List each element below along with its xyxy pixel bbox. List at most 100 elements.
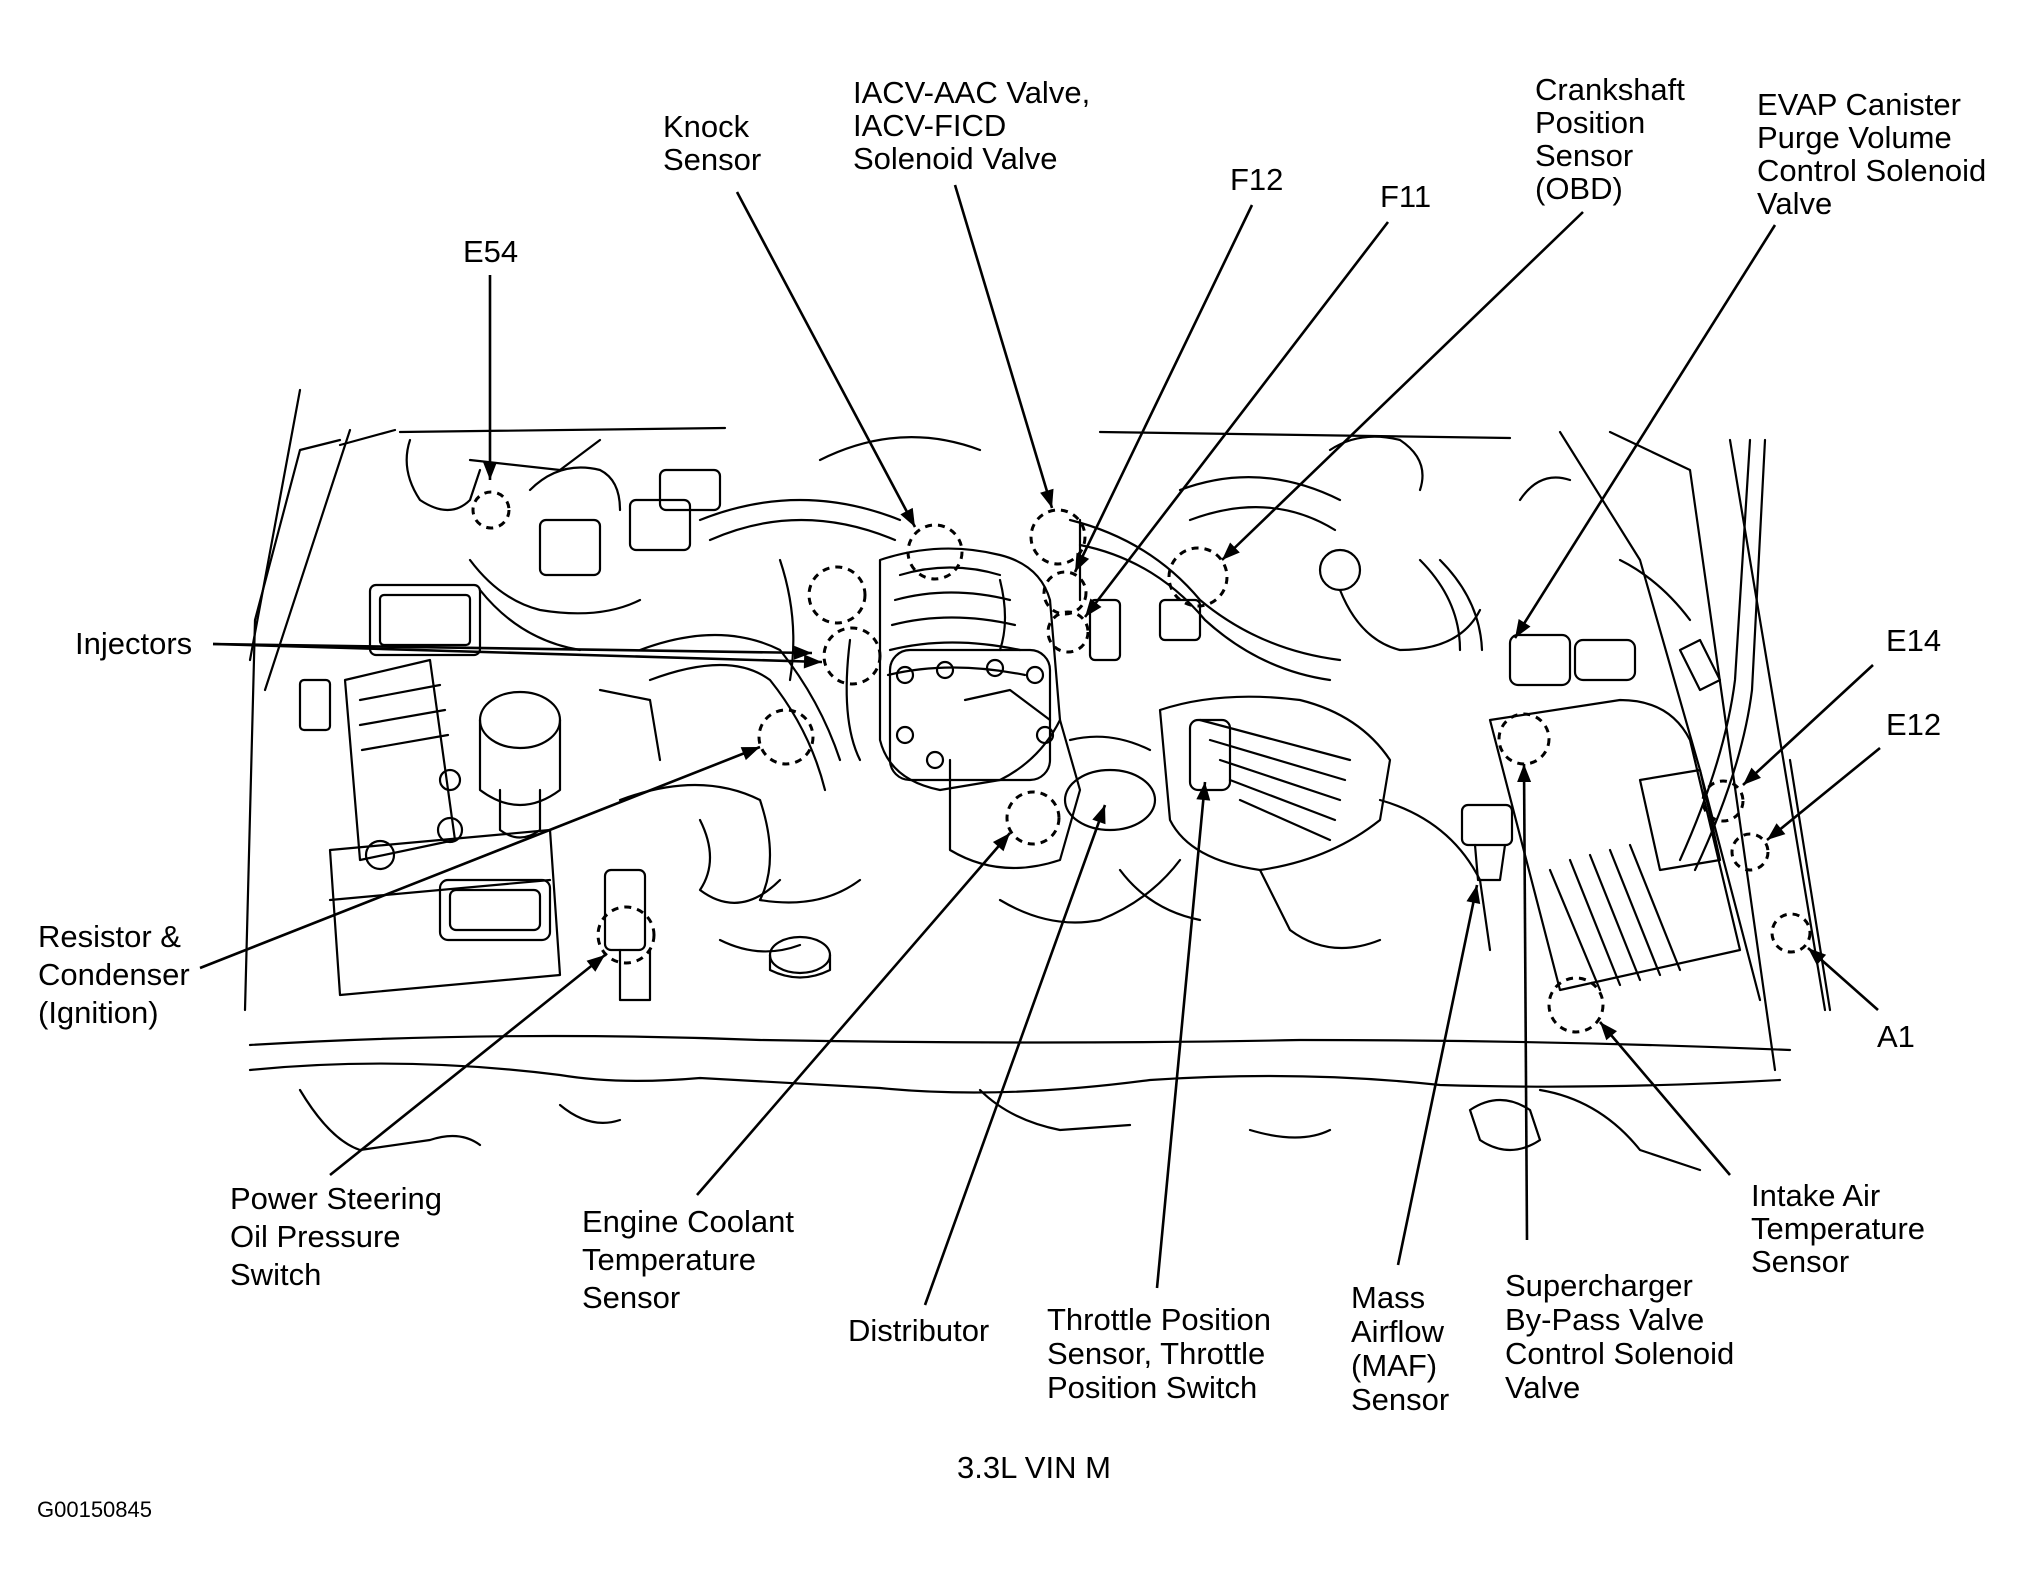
label-line: Sensor [582,1280,680,1315]
label-e14: E14 [1886,623,1941,658]
leader-knock-sensor [735,191,917,528]
arrowhead [1085,598,1102,617]
ring-e14 [1701,779,1745,823]
arrowhead [1466,885,1481,905]
label-line: Solenoid Valve [853,141,1058,176]
arrowhead [586,955,605,972]
label-line: Knock [663,109,750,144]
leader-e12 [1766,746,1881,842]
label-line: F11 [1380,179,1431,214]
label-line: Power Steering [230,1181,442,1216]
ring-iacv [1029,508,1087,566]
label-line: Sensor [663,142,761,177]
leader-lines [199,184,1881,1306]
leader-crankshaft [1221,211,1584,561]
label-line: Mass [1351,1280,1425,1315]
label-line: Engine Coolant [582,1204,794,1239]
label-line: By-Pass Valve [1505,1302,1704,1337]
ring-crankshaft [1167,546,1229,608]
label-line: E54 [463,234,518,269]
leader-throttle [1155,781,1207,1289]
figure-code: G00150845 [37,1497,152,1522]
label-e54: E54 [463,234,518,269]
leader-coolant [696,832,1011,1196]
ring-injectors-a [807,565,867,625]
label-injectors: Injectors [75,626,192,661]
label-line: (MAF) [1351,1348,1437,1383]
ring-e12 [1730,832,1770,872]
leader-arrowheads [483,462,1827,1041]
label-line: Sensor [1535,138,1633,173]
arrowhead [1075,552,1090,572]
label-line: Airflow [1351,1314,1445,1349]
arrowhead [803,654,822,669]
label-line: Control Solenoid [1505,1336,1734,1371]
leader-iacv [953,184,1054,509]
arrowhead [483,462,497,480]
ring-supercharger [1497,712,1551,766]
ring-a1 [1770,912,1812,954]
leader-maf [1396,884,1479,1266]
label-line: Sensor [1351,1382,1449,1417]
label-line: Purge Volume [1757,120,1952,155]
label-line: Injectors [75,626,192,661]
ring-injectors-b [822,626,882,686]
label-line: Crankshaft [1535,72,1685,107]
ring-intake-air [1547,976,1605,1034]
label-line: Supercharger [1505,1268,1693,1303]
leader-e14 [1742,664,1874,786]
label-line: Throttle Position [1047,1302,1271,1337]
label-line: IACV-FICD [853,108,1006,143]
leader-injectors-a [212,642,813,655]
arrowhead [1222,542,1240,560]
label-line: Position Switch [1047,1370,1257,1405]
ring-coolant [1005,790,1061,846]
label-line: Control Solenoid [1757,153,1986,188]
label-line: Oil Pressure [230,1219,401,1254]
leader-f12 [1073,204,1254,573]
ring-power-steering [596,905,656,965]
ring-resistor [757,708,815,766]
arrowhead [1196,782,1211,801]
leader-injectors-b [212,642,823,664]
label-line: A1 [1877,1019,1915,1054]
arrowhead [1092,805,1106,825]
ring-f12 [1042,570,1088,616]
leader-resistor [199,745,761,970]
leader-power-steering [329,953,606,1177]
leader-supercharger [1522,763,1529,1241]
arrowhead [1600,1022,1617,1041]
label-line: F12 [1230,162,1283,197]
label-line: Sensor, Throttle [1047,1336,1265,1371]
label-line: Sensor [1751,1244,1849,1279]
location-markers [471,490,1812,1034]
ring-knock-sensor [906,523,964,581]
arrowhead [740,747,760,761]
label-line: E12 [1886,707,1941,742]
arrowhead [1743,767,1761,785]
label-distributor: Distributor [848,1313,989,1348]
arrowhead [1517,764,1532,783]
label-line: Temperature [1751,1211,1925,1246]
label-a1: A1 [1877,1019,1915,1054]
label-line: E14 [1886,623,1941,658]
label-f11: F11 [1380,179,1431,214]
arrowhead [1767,823,1786,840]
label-line: Intake Air [1751,1178,1880,1213]
ring-f11 [1046,610,1090,654]
label-line: Valve [1505,1370,1580,1405]
leader-distributor [923,804,1107,1306]
label-line: (Ignition) [38,995,159,1030]
label-line: Valve [1757,186,1832,221]
